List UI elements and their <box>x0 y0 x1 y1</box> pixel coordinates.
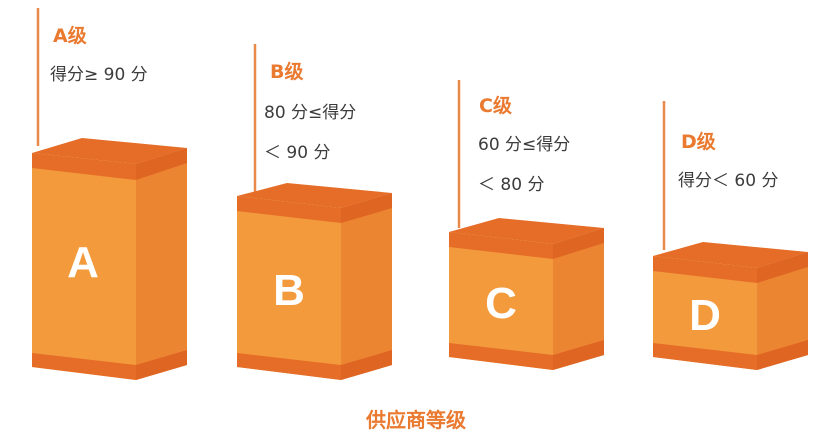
grade-b-side-band <box>341 193 392 223</box>
grade-d-top-face <box>653 242 808 268</box>
grade-b-block: B B级 80 分≤得分 ＜ 90 分 <box>237 44 392 380</box>
grade-c-criteria-line-2: ＜ 80 分 <box>478 175 544 195</box>
grade-c-block: C C级 60 分≤得分 ＜ 80 分 <box>449 80 604 370</box>
grade-d-label: D级 <box>681 130 716 153</box>
grade-d-bottom-band <box>653 343 757 370</box>
grade-d-top-band <box>653 256 757 283</box>
grade-b-bottom-band <box>237 353 341 380</box>
grade-b-front-face <box>237 196 341 380</box>
grade-c-bottom-band <box>449 343 553 370</box>
grade-d-side-bottom-band <box>757 340 808 370</box>
grade-d-front-face <box>653 256 757 370</box>
grade-b-label: B级 <box>270 60 303 83</box>
grade-b-side-face <box>341 193 392 380</box>
grade-c-front-face <box>449 232 553 370</box>
grade-d-block: D D级 得分＜ 60 分 <box>653 101 808 370</box>
grade-b-top-band <box>237 196 341 223</box>
diagram-caption: 供应商等级 <box>365 408 466 432</box>
grade-c-label: C级 <box>479 94 512 117</box>
grade-c-side-band <box>553 228 604 259</box>
grade-c-top-face <box>449 218 604 244</box>
grade-b-letter: B <box>273 266 305 315</box>
grade-a-letter: A <box>67 238 99 287</box>
grade-a-top-face <box>32 138 187 164</box>
grade-a-side-bottom-band <box>136 350 187 380</box>
grade-a-bottom-band <box>32 353 136 380</box>
grade-a-criteria-line-1: 得分≥ 90 分 <box>50 65 148 85</box>
grade-c-criteria-line-1: 60 分≤得分 <box>478 135 570 155</box>
grade-a-block: A A级 得分≥ 90 分 <box>32 8 187 380</box>
grade-a-label: A级 <box>53 24 87 47</box>
grade-c-top-band <box>449 232 553 259</box>
grade-c-side-bottom-band <box>553 340 604 370</box>
grade-c-letter: C <box>485 279 517 328</box>
grade-c-side-face <box>553 228 604 370</box>
grade-a-side-band <box>136 148 187 180</box>
grade-b-top-face <box>237 183 392 208</box>
grade-b-criteria-line-2: ＜ 90 分 <box>264 143 330 163</box>
grade-d-criteria-line-1: 得分＜ 60 分 <box>678 171 778 191</box>
grade-d-letter: D <box>689 291 721 340</box>
grade-b-side-bottom-band <box>341 350 392 380</box>
grade-a-top-band <box>32 153 136 180</box>
grade-d-side-face <box>757 252 808 370</box>
grade-d-side-band <box>757 252 808 283</box>
grade-b-criteria-line-1: 80 分≤得分 <box>264 103 356 123</box>
grade-a-front-face <box>32 153 136 380</box>
grade-a-side-face <box>136 148 187 380</box>
